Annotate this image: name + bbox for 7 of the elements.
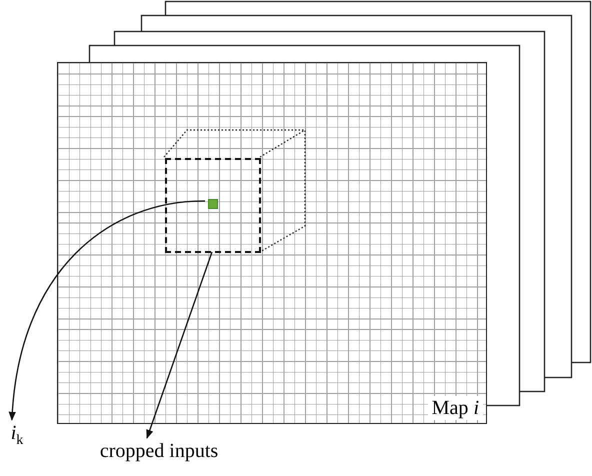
arrow xyxy=(146,252,213,439)
map-label: Map i xyxy=(428,396,483,420)
crop-region-box xyxy=(165,158,261,253)
text-label: cropped inputs xyxy=(84,438,234,468)
grid-map xyxy=(57,62,487,424)
pixel-square xyxy=(208,199,218,209)
text-label: i$_{k}$ xyxy=(0,420,34,454)
